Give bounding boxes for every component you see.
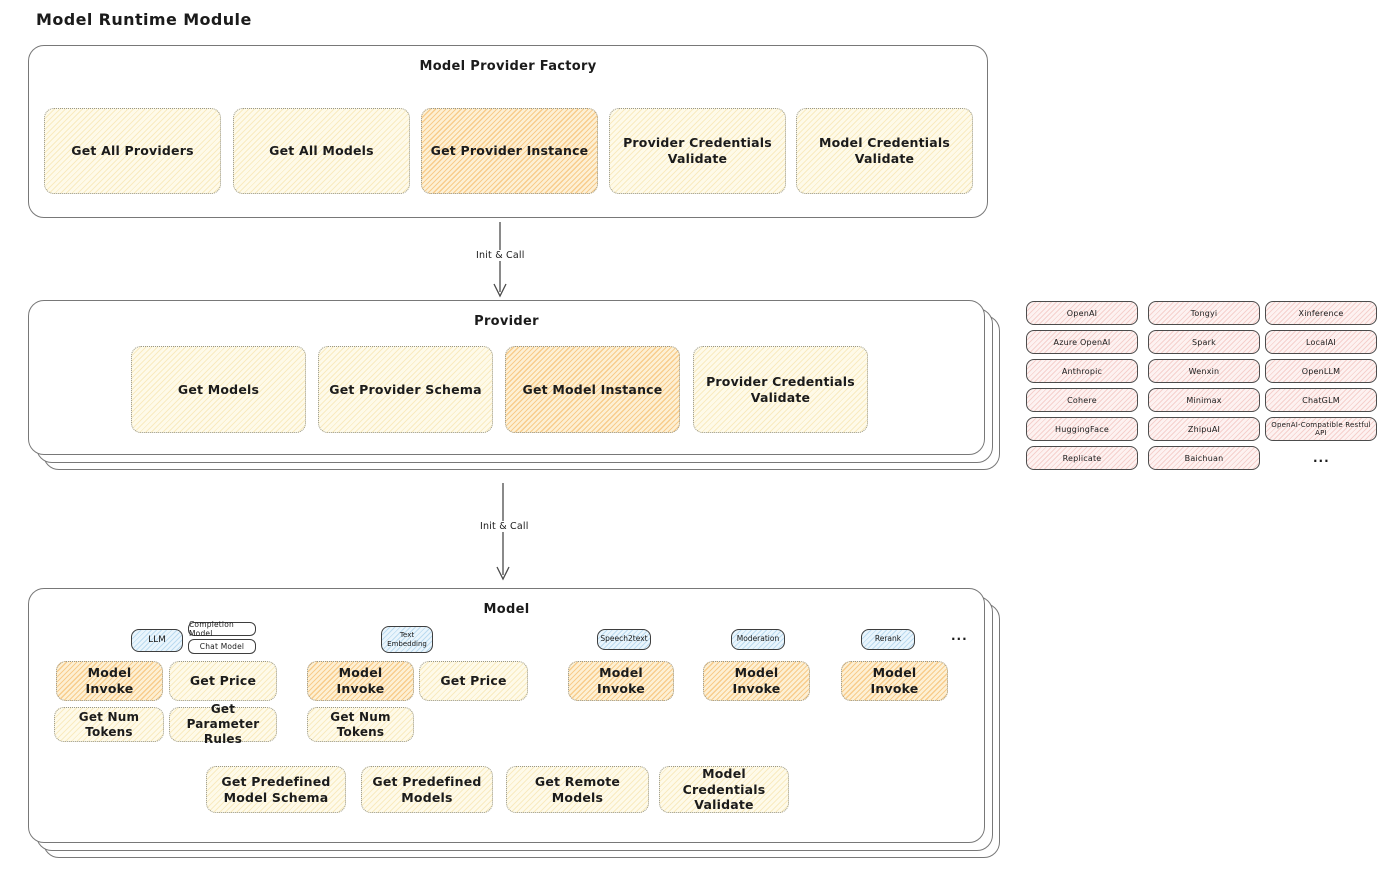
factory-panel-title: Model Provider Factory xyxy=(419,59,597,74)
node-get-num-tokens-llm: Get Num Tokens xyxy=(54,707,164,742)
node-provider-credentials-validate-provider: Provider Credentials Validate xyxy=(693,346,868,433)
node-get-all-models: Get All Models xyxy=(233,108,410,194)
node-model-invoke-rerank: Model Invoke xyxy=(841,661,948,701)
tab-rerank: Rerank xyxy=(861,629,915,650)
arrow-factory-to-provider xyxy=(489,222,511,304)
node-model-invoke-speech2text: Model Invoke xyxy=(568,661,674,701)
provider-panel-title: Provider xyxy=(474,314,539,329)
providers-list: OpenAI Azure OpenAI Anthropic Cohere Hug… xyxy=(1026,301,1386,481)
provider-chip-tongyi: Tongyi xyxy=(1148,301,1260,325)
model-tabs-more-ellipsis: ... xyxy=(951,629,968,643)
provider-chip-localai: LocalAI xyxy=(1265,330,1377,354)
model-panel: Model LLM Completion Model Chat Model Te… xyxy=(28,588,1000,858)
tab-llm: LLM xyxy=(131,629,183,652)
node-get-provider-schema: Get Provider Schema xyxy=(318,346,493,433)
node-get-predefined-models: Get Predefined Models xyxy=(361,766,493,813)
factory-panel: Model Provider Factory Get All Providers… xyxy=(28,45,988,218)
tab-chat-model: Chat Model xyxy=(188,639,256,654)
provider-chip-openai-compatible: OpenAI-Compatible Restful API xyxy=(1265,417,1377,441)
node-model-invoke-text-embedding: Model Invoke xyxy=(307,661,414,701)
provider-chip-xinference: Xinference xyxy=(1265,301,1377,325)
factory-panel-border: Model Provider Factory Get All Providers… xyxy=(28,45,988,218)
provider-chip-openai: OpenAI xyxy=(1026,301,1138,325)
provider-chip-wenxin: Wenxin xyxy=(1148,359,1260,383)
node-get-parameter-rules: Get Parameter Rules xyxy=(169,702,277,746)
node-get-remote-models: Get Remote Models xyxy=(506,766,649,813)
node-get-model-instance: Get Model Instance xyxy=(505,346,680,433)
provider-chip-azure-openai: Azure OpenAI xyxy=(1026,330,1138,354)
node-get-provider-instance: Get Provider Instance xyxy=(421,108,598,194)
node-model-credentials-validate-factory: Model Credentials Validate xyxy=(796,108,973,194)
provider-chip-huggingface: HuggingFace xyxy=(1026,417,1138,441)
provider-panel: Provider Get Models Get Provider Schema … xyxy=(28,300,1000,470)
node-get-predefined-model-schema: Get Predefined Model Schema xyxy=(206,766,346,813)
tab-speech2text: Speech2text xyxy=(597,629,651,650)
node-get-price-llm: Get Price xyxy=(169,661,277,701)
provider-chip-openllm: OpenLLM xyxy=(1265,359,1377,383)
arrow-down-icon xyxy=(493,222,507,298)
node-model-invoke-llm: Model Invoke xyxy=(56,661,163,701)
diagram-title: Model Runtime Module xyxy=(36,10,252,29)
model-panel-border: Model LLM Completion Model Chat Model Te… xyxy=(28,588,985,843)
node-provider-credentials-validate-factory: Provider Credentials Validate xyxy=(609,108,786,194)
node-get-models: Get Models xyxy=(131,346,306,433)
arrow-down-icon xyxy=(496,483,510,581)
tab-moderation: Moderation xyxy=(731,629,785,650)
arrow-provider-to-model xyxy=(492,483,514,587)
model-panel-title: Model xyxy=(483,602,530,617)
providers-more-ellipsis: ... xyxy=(1313,451,1330,465)
provider-chip-spark: Spark xyxy=(1148,330,1260,354)
provider-chip-baichuan: Baichuan xyxy=(1148,446,1260,470)
provider-chip-replicate: Replicate xyxy=(1026,446,1138,470)
provider-panel-border: Provider Get Models Get Provider Schema … xyxy=(28,300,985,455)
provider-chip-minimax: Minimax xyxy=(1148,388,1260,412)
provider-chip-cohere: Cohere xyxy=(1026,388,1138,412)
node-model-invoke-moderation: Model Invoke xyxy=(703,661,810,701)
node-get-num-tokens-text-embedding: Get Num Tokens xyxy=(307,707,414,742)
provider-chip-zhipuai: ZhipuAI xyxy=(1148,417,1260,441)
node-get-price-text-embedding: Get Price xyxy=(419,661,528,701)
tab-completion-model: Completion Model xyxy=(188,620,256,638)
node-model-credentials-validate-model: Model Credentials Validate xyxy=(659,766,789,813)
provider-chip-chatglm: ChatGLM xyxy=(1265,388,1377,412)
arrow2-label: Init & Call xyxy=(477,521,532,532)
arrow1-label: Init & Call xyxy=(473,250,528,261)
provider-chip-anthropic: Anthropic xyxy=(1026,359,1138,383)
tab-text-embedding: Text Embedding xyxy=(381,626,433,653)
node-get-all-providers: Get All Providers xyxy=(44,108,221,194)
